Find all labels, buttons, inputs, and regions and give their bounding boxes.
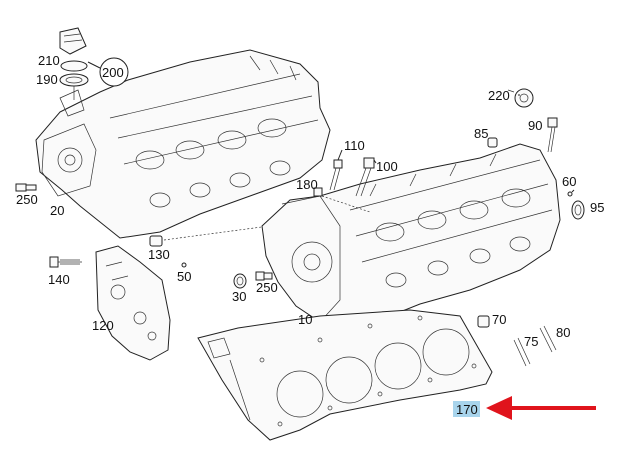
label-250-right: 250 — [256, 280, 278, 295]
bolt-250-left[interactable] — [15, 183, 37, 192]
seal-95[interactable] — [571, 200, 585, 220]
timing-cover-120[interactable] — [95, 245, 171, 361]
bolt-100[interactable] — [355, 157, 375, 197]
label-50: 50 — [177, 269, 191, 284]
label-95: 95 — [590, 200, 604, 215]
label-110: 110 — [344, 138, 365, 153]
bolt-110[interactable] — [329, 159, 343, 191]
label-250-left: 250 — [16, 192, 38, 207]
label-130: 130 — [148, 247, 170, 262]
label-60: 60 — [562, 174, 576, 189]
red-arrow-indicator — [486, 396, 596, 420]
label-10: 10 — [298, 312, 312, 327]
label-190: 190 — [36, 72, 58, 87]
highlight-box-170 — [453, 401, 480, 417]
label-20: 20 — [50, 203, 64, 218]
label-180: 180 — [296, 177, 318, 192]
label-140: 140 — [48, 272, 70, 287]
label-120: 120 — [92, 318, 114, 333]
label-100: 100 — [376, 159, 398, 174]
label-90: 90 — [528, 118, 542, 133]
callout-circle-200 — [99, 57, 129, 87]
label-220: 220 — [488, 88, 510, 103]
seal-ring-30[interactable] — [233, 273, 247, 289]
cylinder-head-left[interactable] — [35, 49, 331, 239]
stud-80[interactable] — [539, 325, 557, 353]
bolt-250-right[interactable] — [255, 271, 273, 281]
bolt-90[interactable] — [547, 117, 558, 153]
bolt-140[interactable] — [49, 256, 82, 268]
label-80: 80 — [556, 325, 570, 340]
label-210: 210 — [38, 53, 60, 68]
sleeve-130[interactable] — [149, 235, 163, 247]
label-200: 200 — [102, 65, 124, 80]
dowel-180[interactable] — [313, 187, 323, 197]
plug-70[interactable] — [477, 315, 490, 328]
pin-50[interactable] — [181, 262, 187, 268]
plug-85[interactable] — [487, 137, 498, 148]
oil-filler-cap[interactable] — [59, 27, 89, 100]
stud-75[interactable] — [513, 337, 531, 367]
label-30: 30 — [232, 289, 246, 304]
cylinder-head-right[interactable] — [261, 143, 561, 331]
sensor-220[interactable] — [507, 88, 534, 108]
label-170: 170 — [456, 402, 478, 417]
head-gasket-170[interactable] — [197, 309, 493, 441]
label-75: 75 — [524, 334, 538, 349]
label-70: 70 — [492, 312, 506, 327]
label-85: 85 — [474, 126, 488, 141]
pin-60[interactable] — [567, 191, 573, 197]
